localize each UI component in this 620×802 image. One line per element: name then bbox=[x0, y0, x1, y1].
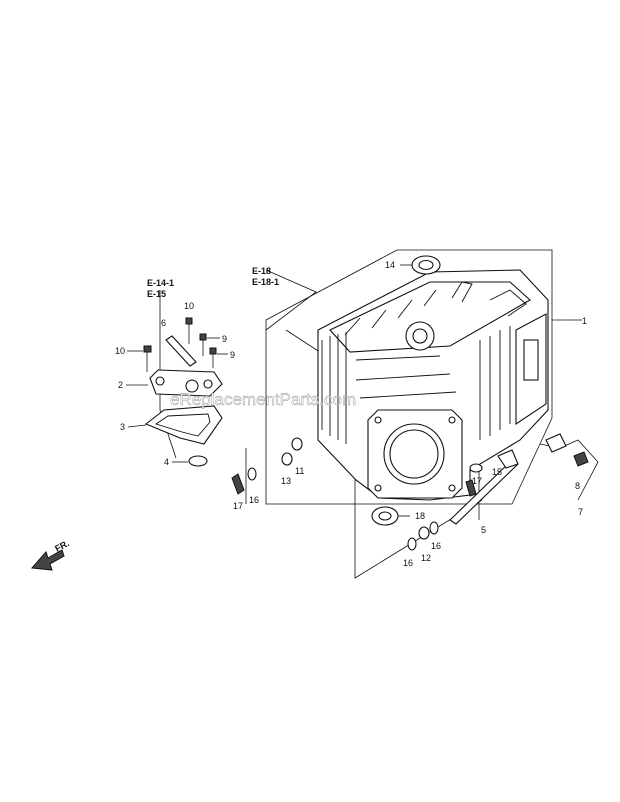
callout-16b: 16 bbox=[403, 558, 413, 568]
top-reference-1: E-18 bbox=[252, 266, 271, 276]
callout-12: 12 bbox=[421, 553, 431, 563]
callout-17b: 17 bbox=[472, 476, 482, 486]
callout-1: 1 bbox=[582, 316, 587, 326]
callout-5: 5 bbox=[481, 525, 486, 535]
left-reference-1: E-14-1 bbox=[147, 278, 174, 288]
dipstick-guide bbox=[449, 449, 519, 525]
studs bbox=[231, 473, 477, 497]
oil-seal-top bbox=[400, 255, 441, 275]
oil-seal-bottom bbox=[371, 506, 410, 526]
callout-4: 4 bbox=[164, 457, 169, 467]
o-ring bbox=[188, 455, 208, 467]
callout-8: 8 bbox=[575, 481, 580, 491]
callout-9b: 9 bbox=[230, 350, 235, 360]
reed-plate bbox=[165, 335, 197, 367]
cylinder-block bbox=[317, 269, 549, 501]
dowel-pins bbox=[281, 437, 430, 540]
callout-13: 13 bbox=[281, 476, 291, 486]
callout-17a: 17 bbox=[233, 501, 243, 511]
watermark-text: eReplacementParts.com bbox=[170, 390, 356, 409]
callout-11: 11 bbox=[295, 466, 304, 476]
callout-16c: 16 bbox=[431, 541, 441, 551]
callout-7: 7 bbox=[578, 507, 583, 517]
callout-2: 2 bbox=[118, 380, 123, 390]
leader-frame bbox=[159, 249, 599, 579]
callout-10b: 10 bbox=[115, 346, 125, 356]
callout-3: 3 bbox=[120, 422, 125, 432]
callout-9a: 9 bbox=[222, 334, 227, 344]
callout-18: 18 bbox=[415, 511, 425, 521]
callout-15: 15 bbox=[492, 467, 502, 477]
washers bbox=[247, 463, 483, 551]
callout-numbers: 1 2 3 4 5 6 7 8 9 9 10 10 11 12 13 14 15… bbox=[115, 260, 587, 568]
top-reference-2: E-18-1 bbox=[252, 277, 279, 287]
callout-16a: 16 bbox=[249, 495, 259, 505]
callout-14: 14 bbox=[385, 260, 395, 270]
breather-cover bbox=[149, 369, 223, 397]
flange-bolts bbox=[143, 317, 217, 372]
breather-gasket bbox=[144, 405, 223, 445]
callout-10a: 10 bbox=[184, 301, 194, 311]
left-reference-2: E-15 bbox=[147, 289, 166, 299]
front-arrow-icon bbox=[30, 549, 65, 571]
callout-6: 6 bbox=[161, 318, 166, 328]
front-mark-label: FR. bbox=[53, 538, 70, 554]
oil-drain-plug bbox=[545, 433, 589, 467]
